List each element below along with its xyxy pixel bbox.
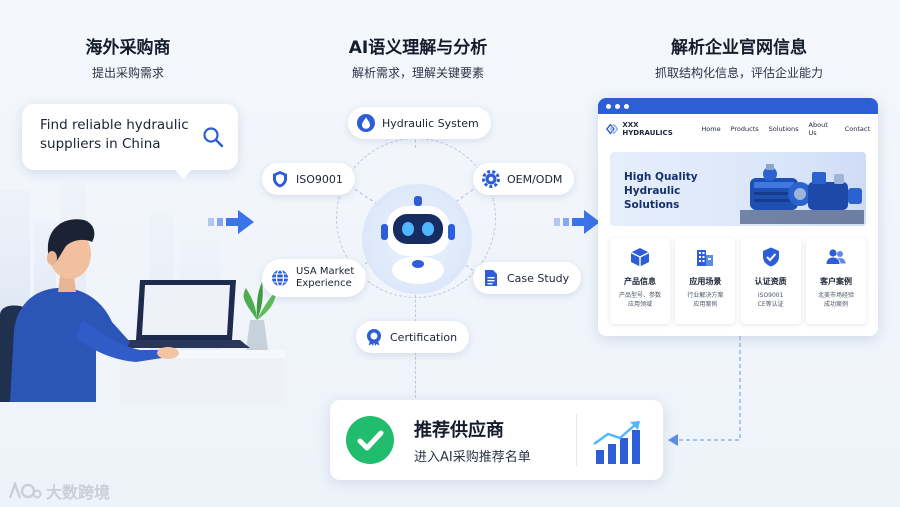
watermark-text: 大数跨境 xyxy=(46,483,111,502)
divider xyxy=(576,414,577,466)
nav-products[interactable]: Products xyxy=(730,125,759,133)
globe-icon xyxy=(272,269,288,287)
card-desc-line2: 应用案例 xyxy=(693,301,718,308)
pill-label: Hydraulic System xyxy=(382,116,479,130)
badge-icon xyxy=(367,329,381,346)
pill-case-study: Case Study xyxy=(473,262,582,294)
website-subtitle: 抓取结构化信息，评估企业能力 xyxy=(654,66,823,80)
buyer-illustration xyxy=(0,180,285,402)
buyer-title: 海外采购商 xyxy=(85,38,171,58)
card-desc-line2: 成功案例 xyxy=(823,301,848,308)
search-icon xyxy=(203,127,224,148)
nav-home[interactable]: Home xyxy=(701,125,721,133)
pill-label-multiline: USA Market Experience xyxy=(296,266,354,290)
watermark: 大数跨境 xyxy=(8,479,110,503)
card-title: 客户案例 xyxy=(819,277,852,286)
hub-connector-bottom xyxy=(415,290,416,322)
site-info-cards: 产品信息 产品型号、参数 应用领域 应用场景 行业解决方案 应用案例 xyxy=(610,238,866,324)
card-title: 产品信息 xyxy=(624,277,656,286)
pill-label: Case Study xyxy=(507,271,570,285)
browser-dot xyxy=(624,103,629,109)
website-title: 解析企业官网信息 xyxy=(671,38,807,58)
site-logo-text: XXX HYDRAULICS xyxy=(622,121,673,137)
shield-check-icon xyxy=(762,247,779,267)
growth-chart-icon xyxy=(593,421,640,464)
company-website-mock: XXX HYDRAULICS Home Products Solutions A… xyxy=(598,98,878,336)
watermark-logo-icon xyxy=(8,482,42,499)
site-logo: XXX HYDRAULICS xyxy=(606,121,683,137)
card-application-scenarios: 应用场景 行业解决方案 应用案例 xyxy=(675,238,736,324)
nav-contact[interactable]: Contact xyxy=(844,125,870,133)
search-bubble: Find reliable hydraulic suppliers in Chi… xyxy=(22,104,238,179)
pill-certification: Certification xyxy=(356,321,470,353)
card-title: 应用场景 xyxy=(689,277,722,286)
card-certifications: 认证资质 ISO9001 CE等认证 xyxy=(740,238,801,324)
site-hero-banner: High Quality Hydraulic Solutions xyxy=(610,152,866,226)
pill-label: ISO9001 xyxy=(296,172,343,186)
pill-oem-odm: OEM/ODM xyxy=(473,163,575,195)
website-to-recommendation-connector xyxy=(668,336,741,446)
card-desc-line1: 产品型号、参数 xyxy=(618,292,661,299)
building-icon xyxy=(697,250,714,266)
document-icon xyxy=(485,270,497,286)
browser-bar xyxy=(598,98,878,114)
recommendation-subtitle: 进入AI采购推荐名单 xyxy=(414,450,531,465)
browser-dot xyxy=(606,103,611,109)
card-desc-line1: 行业解决方案 xyxy=(687,292,724,299)
pill-usa-market: USA Market Experience xyxy=(262,259,367,297)
card-title: 认证资质 xyxy=(754,277,787,286)
users-icon xyxy=(826,249,846,264)
pill-label: Certification xyxy=(390,330,458,344)
hero-title: High Quality Hydraulic Solutions xyxy=(624,171,698,211)
check-circle-icon xyxy=(346,416,394,464)
recommended-supplier-card: 推荐供应商 进入AI采购推荐名单 xyxy=(330,400,663,480)
pill-label-line2: Experience xyxy=(296,278,352,289)
drop-icon xyxy=(357,114,375,132)
site-nav: XXX HYDRAULICS Home Products Solutions A… xyxy=(598,114,878,144)
card-desc-line1: ISO9001 xyxy=(757,292,784,299)
hydraulic-pump-image xyxy=(740,164,864,224)
card-desc-line1: 北美市场经验 xyxy=(817,292,854,299)
pill-iso9001: ISO9001 xyxy=(262,163,355,195)
pill-hydraulic-system: Hydraulic System xyxy=(348,107,491,139)
card-customer-cases: 客户案例 北美市场经验 成功案例 xyxy=(805,238,866,324)
nav-about-us[interactable]: About Us xyxy=(808,121,828,137)
card-desc-line2: CE等认证 xyxy=(757,301,784,308)
arrow-to-website-icon xyxy=(554,210,600,234)
ai-subtitle: 解析需求，理解关键要素 xyxy=(351,66,484,80)
search-query: Find reliable hydraulic suppliers in Chi… xyxy=(40,117,189,152)
ai-robot-icon xyxy=(381,196,455,284)
pill-label-line1: USA Market xyxy=(296,266,355,277)
hub-connector-recommend xyxy=(415,352,416,398)
nav-solutions[interactable]: Solutions xyxy=(768,125,799,133)
logo-icon xyxy=(606,123,619,135)
ai-title: AI语义理解与分析 xyxy=(348,38,488,58)
gear-icon xyxy=(482,170,500,188)
card-desc-line2: 应用领域 xyxy=(627,301,652,308)
arrow-to-ai-icon xyxy=(208,210,254,234)
card-product-info: 产品信息 产品型号、参数 应用领域 xyxy=(610,238,670,324)
shield-icon xyxy=(273,171,287,188)
box-icon xyxy=(630,248,650,267)
hub-connector-top xyxy=(415,134,416,148)
pill-label: OEM/ODM xyxy=(507,172,563,186)
browser-dot xyxy=(615,103,620,109)
buyer-subtitle: 提出采购需求 xyxy=(91,66,164,80)
recommendation-title: 推荐供应商 xyxy=(414,420,504,441)
